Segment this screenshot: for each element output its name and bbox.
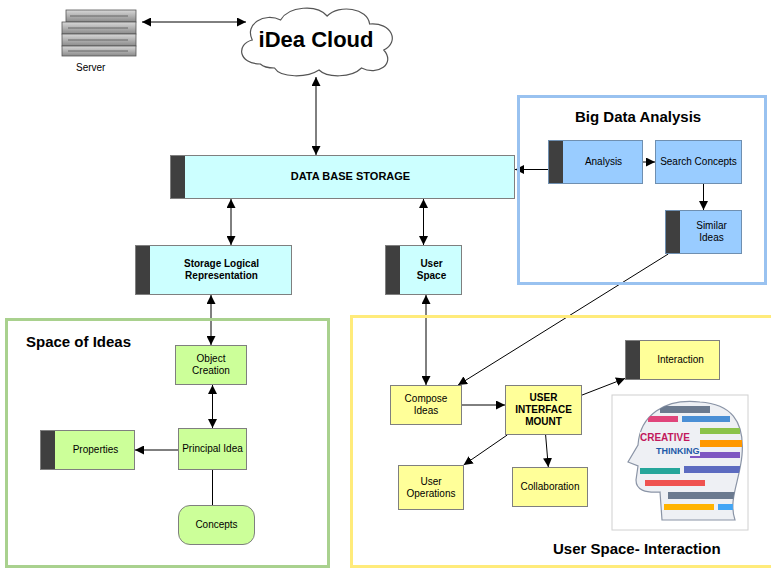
node-label: Compose Ideas (394, 393, 458, 417)
process-box: Principal Idea (178, 428, 247, 470)
process-box: Analysis (548, 140, 643, 184)
connector (231, 199, 232, 245)
dark-tab (386, 246, 400, 294)
node-label: Similar Ideas (685, 220, 738, 244)
process-box: Compose Ideas (390, 385, 462, 425)
connector (464, 435, 508, 465)
process-box: Similar Ideas (665, 210, 742, 254)
rounded-box: Concepts (178, 505, 255, 545)
group-region: Big Data AnalysisAnalysis Search Concepts… (517, 95, 767, 285)
process-box: Object Creation (175, 345, 247, 385)
server-icon (62, 10, 136, 56)
process-box: USER INTERFACE MOUNT (505, 385, 582, 435)
node-label: User Space (405, 258, 458, 282)
node-label: Properties (73, 444, 119, 456)
region-heading: User Space- Interaction (553, 540, 721, 557)
process-box: Search Concepts (655, 140, 742, 184)
connector (458, 254, 668, 385)
node-label: Principal Idea (182, 443, 243, 455)
storage-box: Storage Logical Representation (135, 245, 292, 295)
node-label: Object Creation (179, 353, 243, 377)
process-box: Properties (40, 430, 135, 470)
node-label: User Operations (402, 476, 460, 500)
connector (316, 77, 317, 155)
node-label: iDea Cloud (259, 27, 374, 53)
connector (546, 435, 549, 467)
node-label: Storage Logical Representation (155, 258, 288, 282)
node-label: DATA BASE STORAGE (291, 170, 410, 183)
process-box: User Operations (398, 465, 464, 510)
dark-tab (549, 141, 563, 183)
group-region: User Space- Interaction Compose Ideas USER… (350, 315, 771, 568)
dark-tab (171, 156, 185, 198)
dark-tab (626, 341, 640, 379)
cloud-shape: iDea Cloud (230, 2, 402, 77)
region-heading: Big Data Analysis (575, 108, 701, 125)
dark-tab (666, 211, 680, 253)
region-heading: Space of Ideas (26, 333, 131, 350)
connector (582, 378, 625, 395)
connector (426, 295, 427, 385)
process-box: Collaboration (512, 467, 588, 507)
picture-word: CREATIVE (640, 432, 690, 443)
storage-box: DATA BASE STORAGE (170, 155, 515, 199)
connector (643, 162, 655, 163)
creative-head-picture (612, 395, 748, 530)
storage-box: User Space (385, 245, 462, 295)
node-label: USER INTERFACE MOUNT (509, 392, 578, 428)
process-box: Interaction (625, 340, 720, 380)
node-label: Concepts (195, 519, 237, 531)
dark-tab (136, 246, 150, 294)
connector (212, 385, 213, 428)
connector (423, 199, 424, 245)
connector (135, 450, 178, 451)
dark-tab (41, 431, 55, 469)
connector (212, 470, 213, 505)
connector (462, 405, 505, 406)
connector (703, 184, 704, 210)
node-label: Interaction (657, 354, 704, 366)
picture-word: THINKING (656, 446, 700, 456)
group-region: Space of IdeasObject CreationPrincipal I… (5, 318, 330, 568)
node-label: Collaboration (521, 481, 580, 493)
node-label: Search Concepts (660, 156, 737, 168)
node-label: Analysis (585, 156, 622, 168)
icon-caption: Server (76, 62, 105, 73)
server-link (142, 22, 246, 23)
